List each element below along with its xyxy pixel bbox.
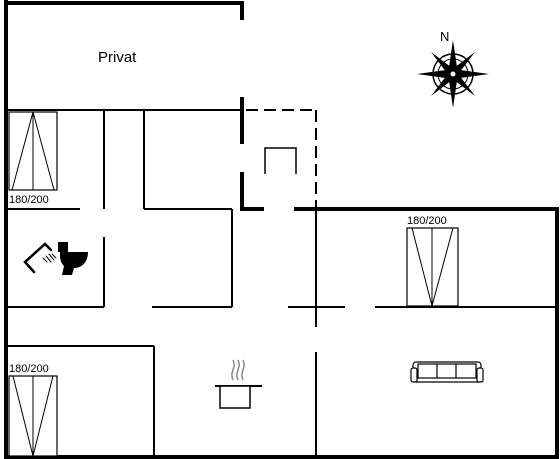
bed-size-label: 180/200 (9, 194, 49, 206)
sofa-icon (410, 361, 484, 383)
bed-right: 180/200 (406, 215, 459, 307)
terrace-outline (246, 109, 317, 209)
bed-size-label: 180/200 (9, 363, 49, 375)
bed-lower-left: 180/200 (8, 363, 58, 457)
bed-size-label: 180/200 (407, 215, 447, 227)
cooking-pot-icon (215, 359, 262, 409)
compass-north-label: N (440, 29, 449, 44)
bed-upper-left: 180/200 (8, 111, 58, 206)
fireplace-icon (264, 147, 297, 174)
shower-icon (23, 242, 57, 274)
room-label-privat: Privat (98, 49, 137, 66)
interior-walls (6, 109, 557, 457)
exterior-walls (4, 0, 559, 459)
compass-rose-icon (417, 40, 489, 108)
toilet-icon (58, 242, 88, 275)
